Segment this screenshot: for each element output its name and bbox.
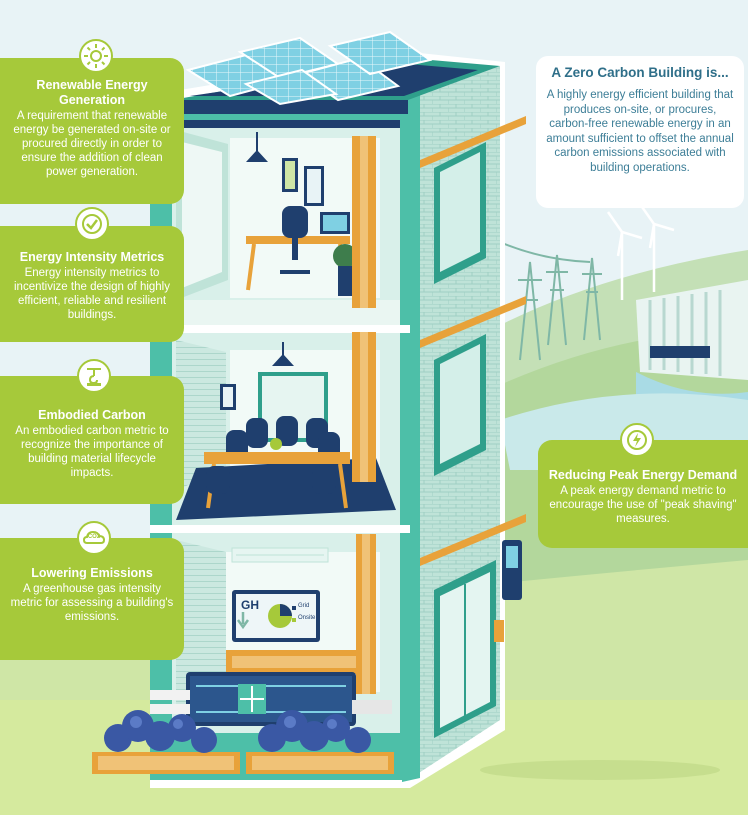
screen-arrow [236, 612, 250, 630]
card-embodied-carbon: Embodied Carbon An embodied carbon metri… [0, 376, 184, 504]
pipe [150, 690, 190, 700]
card-text: An embodied carbon metric to recognize t… [15, 425, 169, 479]
checkmark-icon [75, 207, 109, 241]
energy-display-screen [232, 590, 320, 642]
heat-recovery-unit [150, 672, 392, 726]
card-text: Energy intensity metrics to incentivize … [14, 267, 170, 321]
card-title: Reducing Peak Energy Demand [548, 468, 738, 482]
card-title: Energy Intensity Metrics [19, 250, 165, 264]
card-text: A peak energy demand metric to encourage… [549, 485, 737, 525]
definition-title: A Zero Carbon Building is... [551, 65, 729, 80]
lightning-icon [620, 423, 654, 457]
definition-text: A highly energy efficient building that … [546, 89, 734, 174]
awning-top [420, 116, 526, 168]
card-title: Renewable Energy Generation [36, 78, 148, 107]
screen-legend-grid: Grid [298, 603, 310, 609]
zero-carbon-definition-card: A Zero Carbon Building is... A highly en… [536, 56, 744, 208]
wind-turbines [606, 203, 675, 300]
conference-table [204, 452, 350, 464]
office-chair [282, 206, 308, 238]
roof-slab [172, 100, 408, 114]
sun-icon [79, 39, 113, 73]
card-text: A greenhouse gas intensity metric for as… [10, 583, 174, 623]
card-peak-demand: Reducing Peak Energy Demand A peak energ… [538, 440, 748, 548]
awning-low [420, 514, 526, 566]
conference-front-chairs [206, 466, 336, 494]
pendant-lamp [256, 132, 258, 152]
card-energy-intensity: Energy Intensity Metrics Energy intensit… [0, 226, 184, 342]
screen-legend-onsite: Onsite [298, 615, 316, 621]
crane-hook-icon [77, 359, 111, 393]
card-title: Embodied Carbon [38, 408, 146, 422]
screen-label: GH [241, 598, 259, 612]
card-text: A requirement that renewable energy be g… [13, 110, 171, 178]
awning-mid [420, 296, 526, 348]
co2-label: CO2 [87, 534, 101, 540]
co2-cloud-icon: CO2 [77, 521, 111, 555]
card-lowering-emissions: Lowering Emissions A greenhouse gas inte… [0, 538, 184, 660]
card-renewable-energy: Renewable Energy Generation A requiremen… [0, 58, 184, 204]
shrubs [104, 710, 371, 753]
solar-panels [185, 30, 433, 106]
card-title: Lowering Emissions [31, 566, 153, 580]
